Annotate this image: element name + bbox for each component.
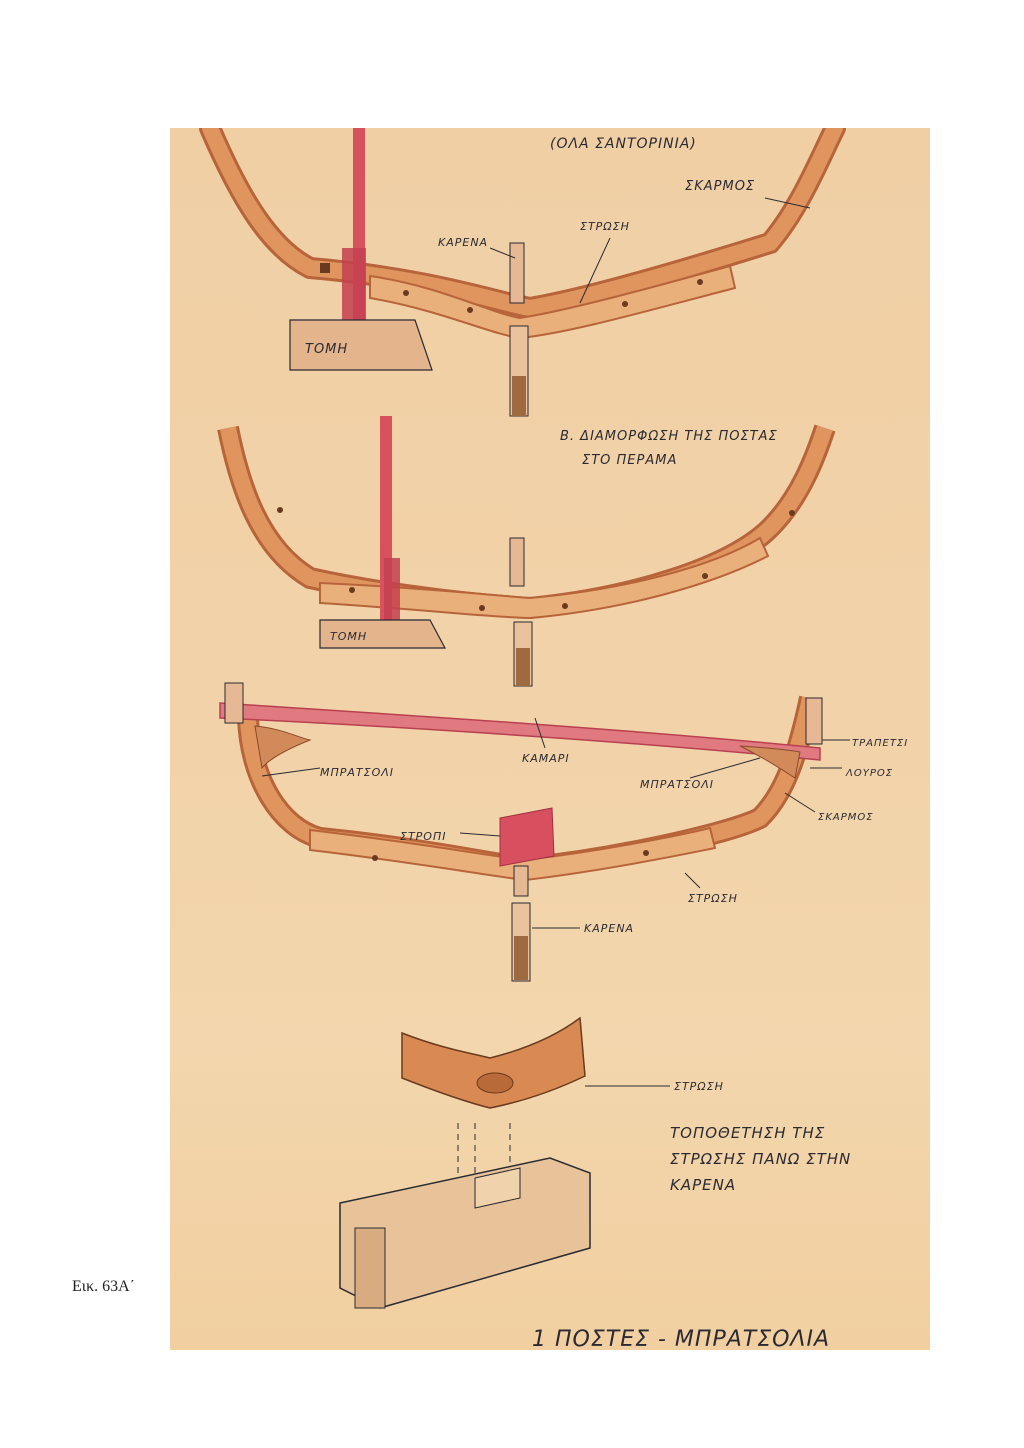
label-bratsoli-left: ΜΠΡΑΤΣΟΛΙ bbox=[320, 766, 394, 779]
boat-frames-drawing: (ΟΛΑ ΣΑΝΤΟΡΙΝΙΑ) ΣΚΑΡΜΟΣ ΣΤΡΩΣΗ ΚΑΡΕΝΑ Τ… bbox=[199, 128, 908, 1350]
panel-4-joint-detail: ΣΤΡΩΣΗ ΤΟΠΟΘΕΤΗΣΗ ΤΗΣ ΣΤΡΩΣΗΣ ΠΑΝΩ ΣΤΗΝ … bbox=[339, 1016, 851, 1350]
floor-stroosi-3 bbox=[309, 826, 717, 882]
label-stroosi-4: ΣΤΡΩΣΗ bbox=[674, 1080, 724, 1093]
keel-karena bbox=[509, 242, 525, 304]
note-line-2: ΣΤΡΩΣΗΣ ΠΑΝΩ ΣΤΗΝ bbox=[670, 1150, 851, 1168]
panel-2-title-line2: ΣΤΟ ΠΕΡΑΜΑ bbox=[582, 453, 677, 468]
label-tomi-1: ΤΟΜΗ bbox=[305, 342, 348, 357]
floor-stroosi bbox=[369, 264, 737, 340]
bottom-title: 1 ΠΟΣΤΕΣ - ΜΠΡΑΤΣΟΛΙΑ bbox=[532, 1327, 830, 1350]
floor-stroosi-2 bbox=[319, 536, 770, 620]
drawing-sheet: (ΟΛΑ ΣΑΝΤΟΡΙΝΙΑ) ΣΚΑΡΜΟΣ ΣΤΡΩΣΗ ΚΑΡΕΝΑ Τ… bbox=[170, 128, 930, 1350]
label-trapetsi: ΤΡΑΠΕΤΣΙ bbox=[852, 738, 908, 749]
label-louros: ΛΟΥΡΟΣ bbox=[845, 768, 893, 779]
label-karena-1: ΚΑΡΕΝΑ bbox=[438, 236, 488, 249]
label-skarmos-3: ΣΚΑΡΜΟΣ bbox=[818, 812, 874, 823]
label-karena-3: ΚΑΡΕΝΑ bbox=[584, 922, 634, 935]
figure-caption: Εικ. 63Α΄ bbox=[72, 1278, 136, 1295]
bratsoli-right bbox=[739, 745, 801, 779]
note-line-1: ΤΟΠΟΘΕΤΗΣΗ ΤΗΣ bbox=[670, 1124, 825, 1142]
label-stroosi-1: ΣΤΡΩΣΗ bbox=[580, 220, 630, 233]
beam-kamari bbox=[219, 702, 821, 761]
label-stropi: ΣΤΡΟΠΙ bbox=[400, 830, 446, 843]
panel-1-santorini-frame: (ΟΛΑ ΣΑΝΤΟΡΙΝΙΑ) ΣΚΑΡΜΟΣ ΣΤΡΩΣΗ ΚΑΡΕΝΑ Τ… bbox=[199, 128, 846, 417]
label-tomi-2: ΤΟΜΗ bbox=[330, 630, 367, 643]
section-base bbox=[289, 319, 433, 371]
panel-3-frame-with-beam: ΚΑΜΑΡΙ ΜΠΡΑΤΣΟΛΙ ΜΠΡΑΤΣΟΛΙ ΤΡΑΠΕΤΣΙ ΛΟΥΡ… bbox=[219, 682, 908, 982]
label-skarmos-1: ΣΚΑΡΜΟΣ bbox=[685, 179, 755, 194]
label-kamari: ΚΑΜΑΡΙ bbox=[522, 752, 570, 765]
label-bratsoli-right: ΜΠΡΑΤΣΟΛΙ bbox=[640, 778, 714, 791]
stropi-block bbox=[499, 807, 555, 867]
panel-2-perama-frame: Β. ΔΙΑΜΟΡΦΩΣΗ ΤΗΣ ΠΟΣΤΑΣ ΣΤΟ ΠΕΡΑΜΑ ΤΟΜΗ bbox=[217, 416, 836, 687]
label-stroosi-3: ΣΤΡΩΣΗ bbox=[688, 892, 738, 905]
note-line-3: ΚΑΡΕΝΑ bbox=[670, 1176, 736, 1194]
keel-block-karena bbox=[339, 1157, 591, 1309]
bratsoli-left bbox=[254, 725, 312, 770]
section-base-2 bbox=[319, 619, 447, 649]
panel-1-title: (ΟΛΑ ΣΑΝΤΟΡΙΝΙΑ) bbox=[550, 136, 697, 152]
panel-2-title-line1: Β. ΔΙΑΜΟΡΦΩΣΗ ΤΗΣ ΠΟΣΤΑΣ bbox=[560, 429, 778, 444]
floor-piece-stroosi bbox=[401, 1016, 586, 1109]
